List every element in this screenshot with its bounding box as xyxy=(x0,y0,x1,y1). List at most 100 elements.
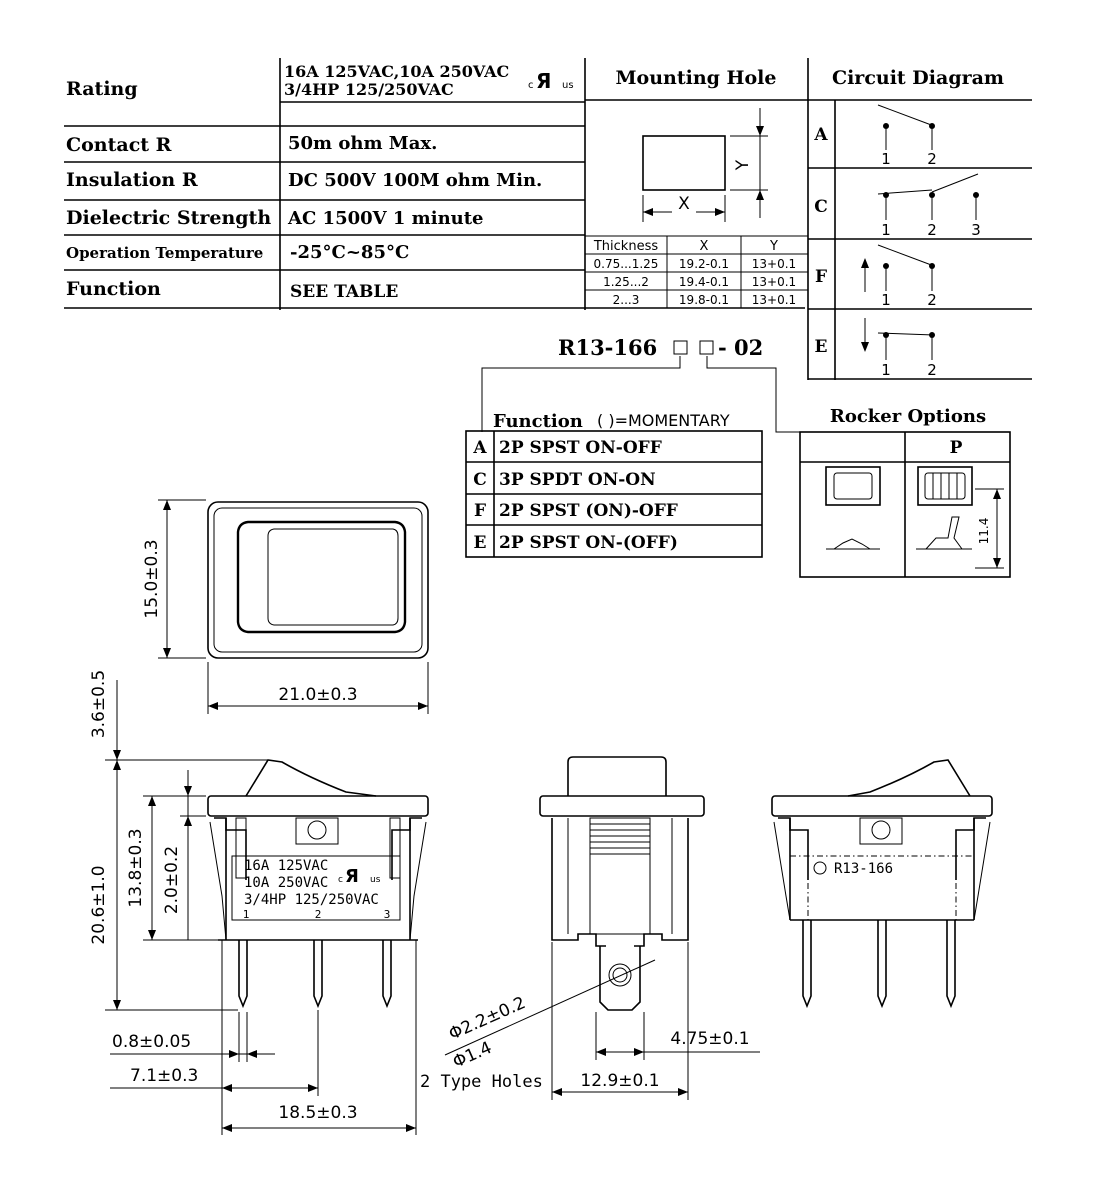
svg-text:c: c xyxy=(528,80,534,91)
table-row: 19.8-0.1 xyxy=(679,293,729,307)
dielectric-label: Dielectric Strength xyxy=(66,207,271,229)
rocker-height-label: 11.4 xyxy=(977,518,991,545)
function-desc-e: 2P SPST ON-(OFF) xyxy=(499,533,678,553)
svg-text:1: 1 xyxy=(881,291,891,309)
circuit-diagram-panel: Circuit Diagram A 1 2 C 1 xyxy=(808,67,1032,380)
ul-mark-body: c Я us xyxy=(338,866,381,887)
dim-hole-outer: Φ2.2±0.2 xyxy=(446,993,529,1045)
table-row: 0.75...1.25 xyxy=(594,257,659,271)
function-code-a: A xyxy=(472,438,487,458)
insulation-value: DC 500V 100M ohm Min. xyxy=(288,170,542,191)
top-view: 15.0±0.3 21.0±0.3 xyxy=(142,499,429,714)
svg-text:2: 2 xyxy=(927,361,937,379)
dim-pin-offset: 7.1±0.3 xyxy=(130,1066,198,1086)
svg-text:2: 2 xyxy=(927,150,937,168)
dim-flange: 2.0±0.2 xyxy=(162,846,182,914)
dim-total-height: 20.6±1.0 xyxy=(89,865,109,944)
y-header: Y xyxy=(769,239,778,254)
circuit-label-c: C xyxy=(814,197,828,217)
part-number-suffix: - 02 xyxy=(718,335,763,360)
rocker-code-box xyxy=(699,340,714,355)
rocker-p-icon: 11.4 xyxy=(916,466,1004,569)
function-desc-a: 2P SPST ON-OFF xyxy=(499,438,662,458)
function-value: SEE TABLE xyxy=(290,282,398,302)
svg-text:2: 2 xyxy=(927,221,937,239)
rocker-p-label: P xyxy=(950,438,963,458)
contact-label: Contact R xyxy=(66,134,172,156)
hole-type-note: 2 Type Holes xyxy=(420,1072,543,1092)
table-row: 2...3 xyxy=(613,293,640,307)
rocker-standard-icon xyxy=(825,466,881,550)
rocker-options-title: Rocker Options xyxy=(830,406,986,427)
dim-body-height: 13.8±0.3 xyxy=(126,828,146,907)
function-table: Function ( )=MOMENTARY A 2P SPST ON-OFF … xyxy=(465,411,763,558)
circuit-label-a: A xyxy=(813,125,828,145)
rear-view: R13-166 xyxy=(771,759,993,1009)
dim-side-width: 12.9±0.1 xyxy=(580,1071,659,1091)
dielectric-value: AC 1500V 1 minute xyxy=(287,208,484,229)
function-desc-f: 2P SPST (ON)-OFF xyxy=(499,501,678,521)
circuit-symbol-c: 1 2 3 xyxy=(877,173,981,239)
svg-text:Я: Я xyxy=(536,69,551,93)
circuit-symbol-a: 1 2 xyxy=(877,104,937,168)
rating-value-line1: 16A 125VAC,10A 250VAC xyxy=(284,62,509,81)
side-view: Φ2.2±0.2 Φ1.4 2 Type Holes 4.75±0.1 12.9… xyxy=(420,756,760,1100)
contact-value: 50m ohm Max. xyxy=(288,133,437,154)
rocker-options: Rocker Options P 11.4 xyxy=(799,406,1011,578)
dim-pin-thickness: 0.8±0.05 xyxy=(112,1032,191,1052)
spec-table: Rating 16A 125VAC,10A 250VAC 3/4HP 125/2… xyxy=(64,58,805,310)
dim-rocker-height: 3.6±0.5 xyxy=(89,670,109,738)
part-number-code: R13-166 - 02 xyxy=(481,335,800,433)
svg-text:1: 1 xyxy=(243,908,250,921)
mounting-hole-shape xyxy=(642,135,726,191)
svg-text:1: 1 xyxy=(881,150,891,168)
circuit-label-f: F xyxy=(815,267,827,287)
function-label: Function xyxy=(66,278,161,300)
svg-text:Я: Я xyxy=(345,866,359,887)
svg-text:us: us xyxy=(562,80,574,91)
part-number-prefix: R13-166 xyxy=(558,335,657,360)
circuit-symbol-f: 1 2 xyxy=(861,244,937,309)
function-table-title: Function xyxy=(493,411,583,432)
function-code-f: F xyxy=(474,501,486,521)
body-marking-line1: 16A 125VAC xyxy=(244,858,328,874)
dim-terminal-width: 4.75±0.1 xyxy=(670,1029,749,1049)
svg-text:3: 3 xyxy=(384,908,391,921)
operation-value: -25°C~85°C xyxy=(290,242,409,263)
mounting-y-label: Y xyxy=(733,159,753,171)
svg-text:1: 1 xyxy=(881,361,891,379)
table-row: 13+0.1 xyxy=(752,257,796,271)
insulation-label: Insulation R xyxy=(66,169,198,191)
table-row: 13+0.1 xyxy=(752,275,796,289)
svg-text:3: 3 xyxy=(971,221,981,239)
function-code-box xyxy=(673,340,688,355)
thickness-header: Thickness xyxy=(593,239,658,254)
svg-text:1: 1 xyxy=(881,221,891,239)
dim-height-top: 15.0±0.3 xyxy=(142,539,162,618)
rating-value-line2: 3/4HP 125/250VAC xyxy=(284,80,454,99)
mounting-x-label: X xyxy=(678,194,690,214)
ul-mark: c Я us xyxy=(528,69,574,93)
function-desc-c: 3P SPDT ON-ON xyxy=(499,470,656,490)
circuit-label-e: E xyxy=(815,337,828,357)
mounting-hole-title: Mounting Hole xyxy=(616,67,777,89)
svg-text:us: us xyxy=(370,875,381,885)
svg-text:c: c xyxy=(338,875,343,885)
dim-width-top: 21.0±0.3 xyxy=(278,685,357,705)
table-row: 1.25...2 xyxy=(603,275,649,289)
circuit-symbol-e: 1 2 xyxy=(861,318,937,379)
svg-text:2: 2 xyxy=(927,291,937,309)
table-row: 19.4-0.1 xyxy=(679,275,729,289)
function-code-c: C xyxy=(473,470,487,490)
dim-pin-span: 18.5±0.3 xyxy=(278,1103,357,1123)
table-row: 13+0.1 xyxy=(752,293,796,307)
body-marking-line2: 10A 250VAC xyxy=(244,875,328,891)
operation-label: Operation Temperature xyxy=(66,244,263,262)
function-code-e: E xyxy=(474,533,487,553)
circuit-diagram-title: Circuit Diagram xyxy=(832,67,1004,89)
svg-text:2: 2 xyxy=(315,908,322,921)
rear-marking: R13-166 xyxy=(834,861,893,877)
x-header: X xyxy=(700,239,709,254)
mounting-hole-panel: Mounting Hole Y X Thickness X Y 0.75...1… xyxy=(585,58,809,380)
